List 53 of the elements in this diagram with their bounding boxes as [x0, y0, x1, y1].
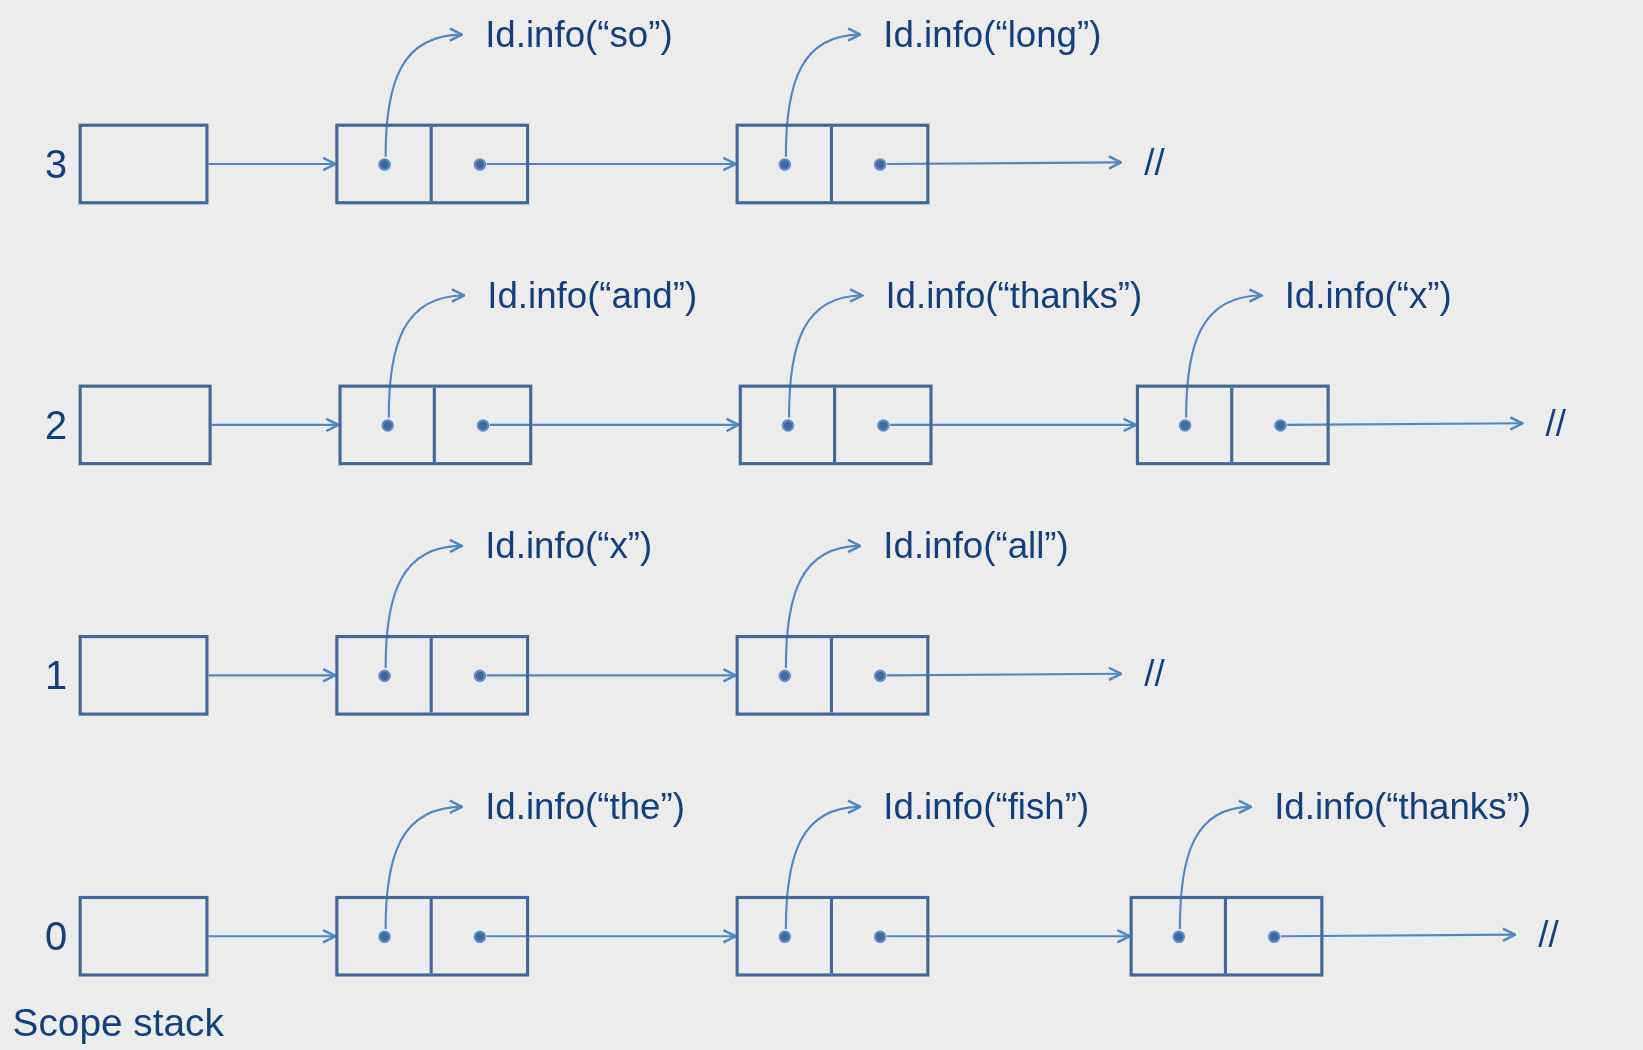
- pointer-target-label: Id.info(“and”): [464, 272, 698, 319]
- arrow: [784, 28, 862, 157]
- arrow: [486, 928, 737, 944]
- arrow: [384, 800, 464, 929]
- pointer-target-label: Id.info(“all”): [860, 522, 1069, 569]
- pointer-target-label: Id.info(“x”): [462, 522, 653, 569]
- null-terminator: //: [1121, 650, 1165, 697]
- arrow: [208, 668, 337, 683]
- arrow: [384, 28, 464, 157]
- arrow: [887, 155, 1123, 170]
- arrow: [211, 417, 340, 433]
- list-node: [335, 635, 530, 716]
- arrow: [890, 417, 1138, 433]
- list-node: [735, 635, 930, 716]
- arrow: [384, 539, 464, 668]
- arrow: [486, 156, 737, 172]
- list-node: [738, 384, 933, 466]
- list-node: [335, 895, 530, 977]
- arrow: [1178, 800, 1253, 929]
- list-node: [338, 384, 533, 466]
- arrow: [787, 289, 864, 418]
- stack-level-number: 1: [44, 652, 68, 698]
- stack-level-number: 2: [44, 402, 68, 448]
- null-terminator: //: [1121, 139, 1165, 186]
- list-node: [1135, 384, 1330, 466]
- arrow: [1280, 927, 1517, 943]
- arrow: [1287, 416, 1524, 431]
- arrow: [208, 156, 337, 172]
- pointer-target-label: Id.info(“the”): [462, 783, 685, 830]
- pointer-target-label: Id.info(“thanks”): [1251, 783, 1531, 830]
- pointer-target-label: Id.info(“so”): [462, 11, 673, 58]
- arrow: [1185, 289, 1263, 418]
- pointer-target-label: Id.info(“long”): [860, 11, 1102, 58]
- arrow: [887, 666, 1123, 682]
- pointer-target-label: Id.info(“x”): [1261, 272, 1452, 319]
- arrow: [486, 668, 737, 683]
- stack-level-number: 0: [44, 913, 68, 959]
- stack-level-number: 3: [44, 141, 68, 187]
- caption-label: Scope stack: [12, 1001, 224, 1046]
- arrow: [887, 928, 1131, 944]
- list-node: [735, 895, 930, 977]
- arrow: [784, 539, 862, 668]
- list-node: [735, 123, 930, 205]
- list-node: [335, 123, 530, 205]
- pointer-target-label: Id.info(“thanks”): [862, 272, 1143, 319]
- arrow: [208, 928, 337, 944]
- null-terminator: //: [1522, 400, 1566, 447]
- arrow: [784, 800, 862, 929]
- pointer-target-label: Id.info(“fish”): [860, 783, 1090, 830]
- arrow: [387, 289, 466, 418]
- null-terminator: //: [1515, 911, 1559, 958]
- arrow: [489, 417, 740, 433]
- list-node: [1129, 895, 1324, 977]
